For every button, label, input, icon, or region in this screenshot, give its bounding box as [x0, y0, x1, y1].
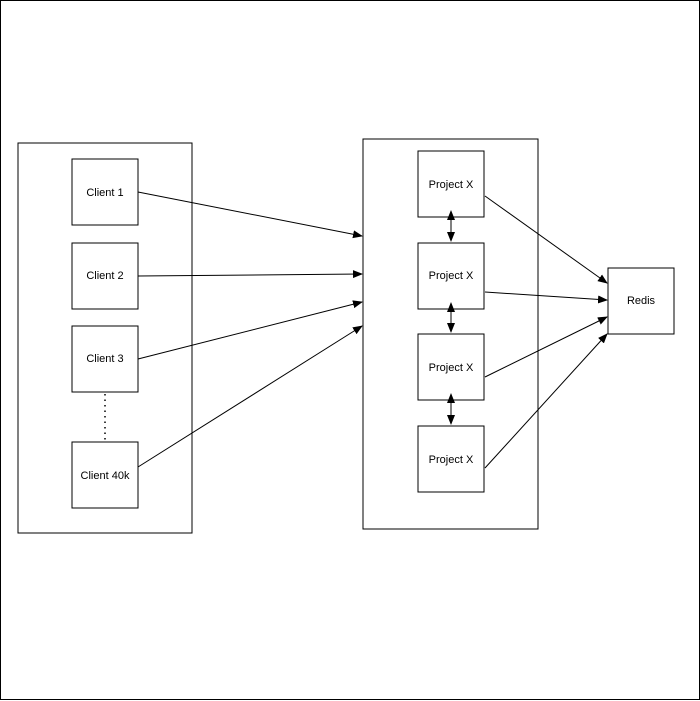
server-box	[417, 425, 485, 493]
client-to-server-arrow	[137, 325, 363, 468]
server-box	[417, 333, 485, 401]
client-box	[71, 441, 139, 509]
client-to-server-arrow	[137, 300, 363, 360]
client-box	[71, 325, 139, 393]
server-to-redis-arrow	[484, 316, 608, 378]
client-label: Client 2	[86, 270, 123, 282]
client-node: Client 3	[71, 325, 139, 393]
client-node: Client 40k	[71, 441, 139, 509]
server-box	[417, 150, 485, 218]
client-label: Client 1	[86, 187, 123, 199]
client-to-server-arrow	[137, 270, 363, 279]
client-box	[71, 242, 139, 310]
server-to-redis-arrow	[484, 333, 608, 469]
redis-label: Redis	[627, 295, 656, 307]
server-label: Project X	[429, 362, 474, 374]
server-to-redis-arrow	[484, 291, 608, 304]
client-node: Client 1	[71, 158, 139, 226]
server-node: Project X	[417, 333, 485, 401]
redis-node: Redis	[607, 267, 675, 335]
redis-box	[607, 267, 675, 335]
client-node: Client 2	[71, 242, 139, 310]
client-to-server-arrow	[137, 191, 363, 239]
client-box	[71, 158, 139, 226]
server-node: Project X	[417, 242, 485, 310]
server-to-redis-arrow	[484, 195, 608, 284]
server-label: Project X	[429, 270, 474, 282]
server-node: Project X	[417, 150, 485, 218]
server-label: Project X	[429, 179, 474, 191]
client-label: Client 40k	[81, 470, 130, 482]
client-label: Client 3	[86, 353, 123, 365]
server-node: Project X	[417, 425, 485, 493]
server-label: Project X	[429, 454, 474, 466]
server-box	[417, 242, 485, 310]
